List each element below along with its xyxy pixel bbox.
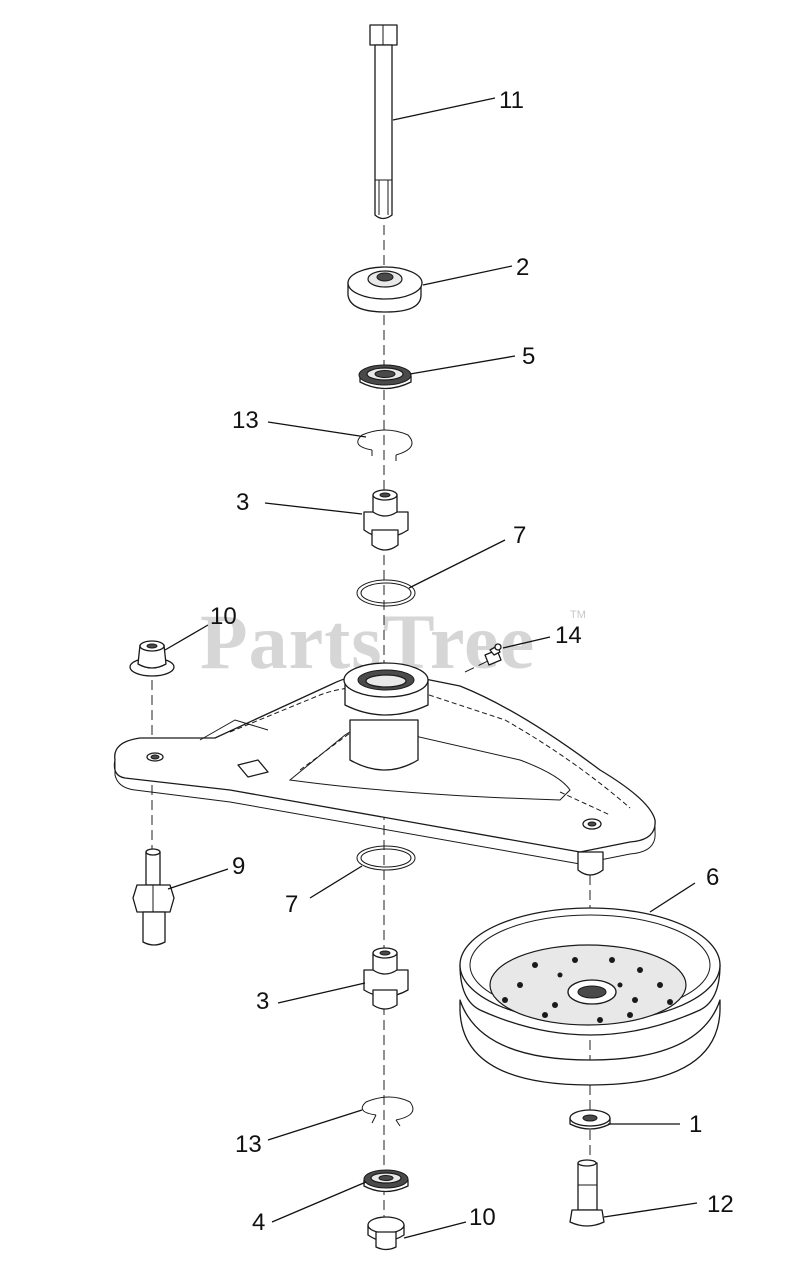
lower-o-ring-part: [356, 845, 416, 871]
shoulder-bolt-part: [132, 848, 175, 946]
callout-spacer-lower: 3: [256, 988, 269, 1015]
callout-shoulder-bolt: 9: [232, 853, 245, 880]
upper-o-ring-part: [356, 579, 416, 607]
callout-nut-bottom: 10: [469, 1204, 496, 1231]
callout-snap-ring-upper: 13: [232, 407, 259, 434]
bottom-nut-part: [367, 1216, 405, 1251]
washer-part: [569, 1109, 611, 1130]
lower-snap-ring-part: [361, 1096, 414, 1127]
idler-pulley-part: [459, 907, 721, 1086]
bearing-housing-part: [347, 266, 423, 313]
short-bolt-part: [569, 1159, 605, 1227]
upper-snap-ring-part: [357, 429, 413, 461]
leader-lines: [164, 97, 698, 1239]
lower-spacer-part: [363, 947, 409, 1010]
callout-spacer-upper: 3: [236, 489, 249, 516]
callout-grease-fitting: 14: [555, 622, 582, 649]
callout-bearing-upper: 5: [522, 343, 535, 370]
center-line-fitting: [464, 659, 491, 673]
callout-bearing-housing: 2: [516, 254, 529, 281]
idler-arm-part: [113, 662, 656, 876]
callout-snap-ring-lower: 13: [235, 1131, 262, 1158]
long-bolt-part: [369, 24, 398, 220]
watermark-trademark: TM: [570, 609, 586, 621]
callout-washer: 1: [689, 1111, 702, 1138]
callout-bolt-long: 11: [499, 87, 524, 114]
callout-nut-left: 10: [210, 603, 237, 630]
upper-bearing-part: [358, 364, 412, 390]
lower-bearing-part: [363, 1169, 409, 1193]
callout-o-ring-lower: 7: [285, 891, 298, 918]
upper-spacer-part: [363, 489, 409, 551]
callout-bolt-short: 12: [707, 1191, 734, 1218]
callout-bearing-lower: 4: [252, 1209, 265, 1236]
grease-fitting-part: [484, 643, 502, 666]
callout-o-ring-upper: 7: [513, 522, 526, 549]
callout-idler-pulley: 6: [706, 864, 719, 891]
left-nut-part: [129, 640, 175, 677]
